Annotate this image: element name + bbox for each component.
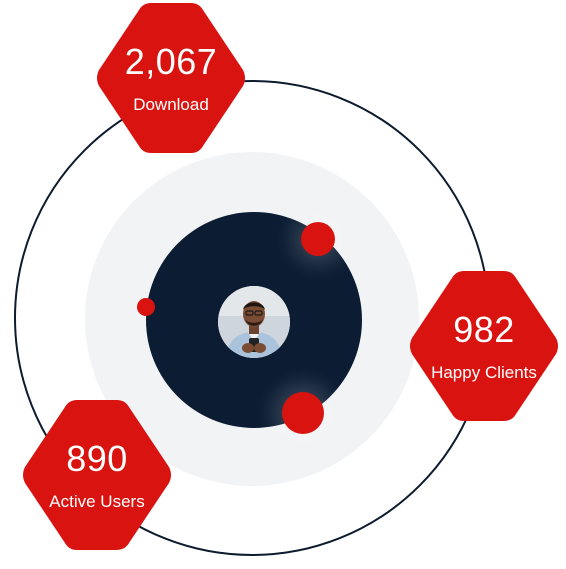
hexagon-shape [23,400,171,550]
stat-card-happy-clients: 982 Happy Clients [404,268,564,424]
user-avatar [218,286,290,358]
stat-label: Download [133,94,209,114]
stat-card-download: 2,067 Download [91,0,251,156]
orbit-dot-bottom [282,392,324,434]
hexagon-shape [97,3,245,153]
stat-value: 2,067 [124,40,218,82]
stat-value: 982 [453,308,515,350]
orbit-dot-top [301,222,335,256]
stat-value: 890 [66,437,128,479]
orbit-dot-left [137,298,155,316]
stat-label: Happy Clients [431,362,537,382]
stat-label: Active Users [49,491,145,511]
user-avatar-image [218,286,290,358]
hexagon-shape [410,271,558,421]
stat-card-active-users: 890 Active Users [17,397,177,553]
